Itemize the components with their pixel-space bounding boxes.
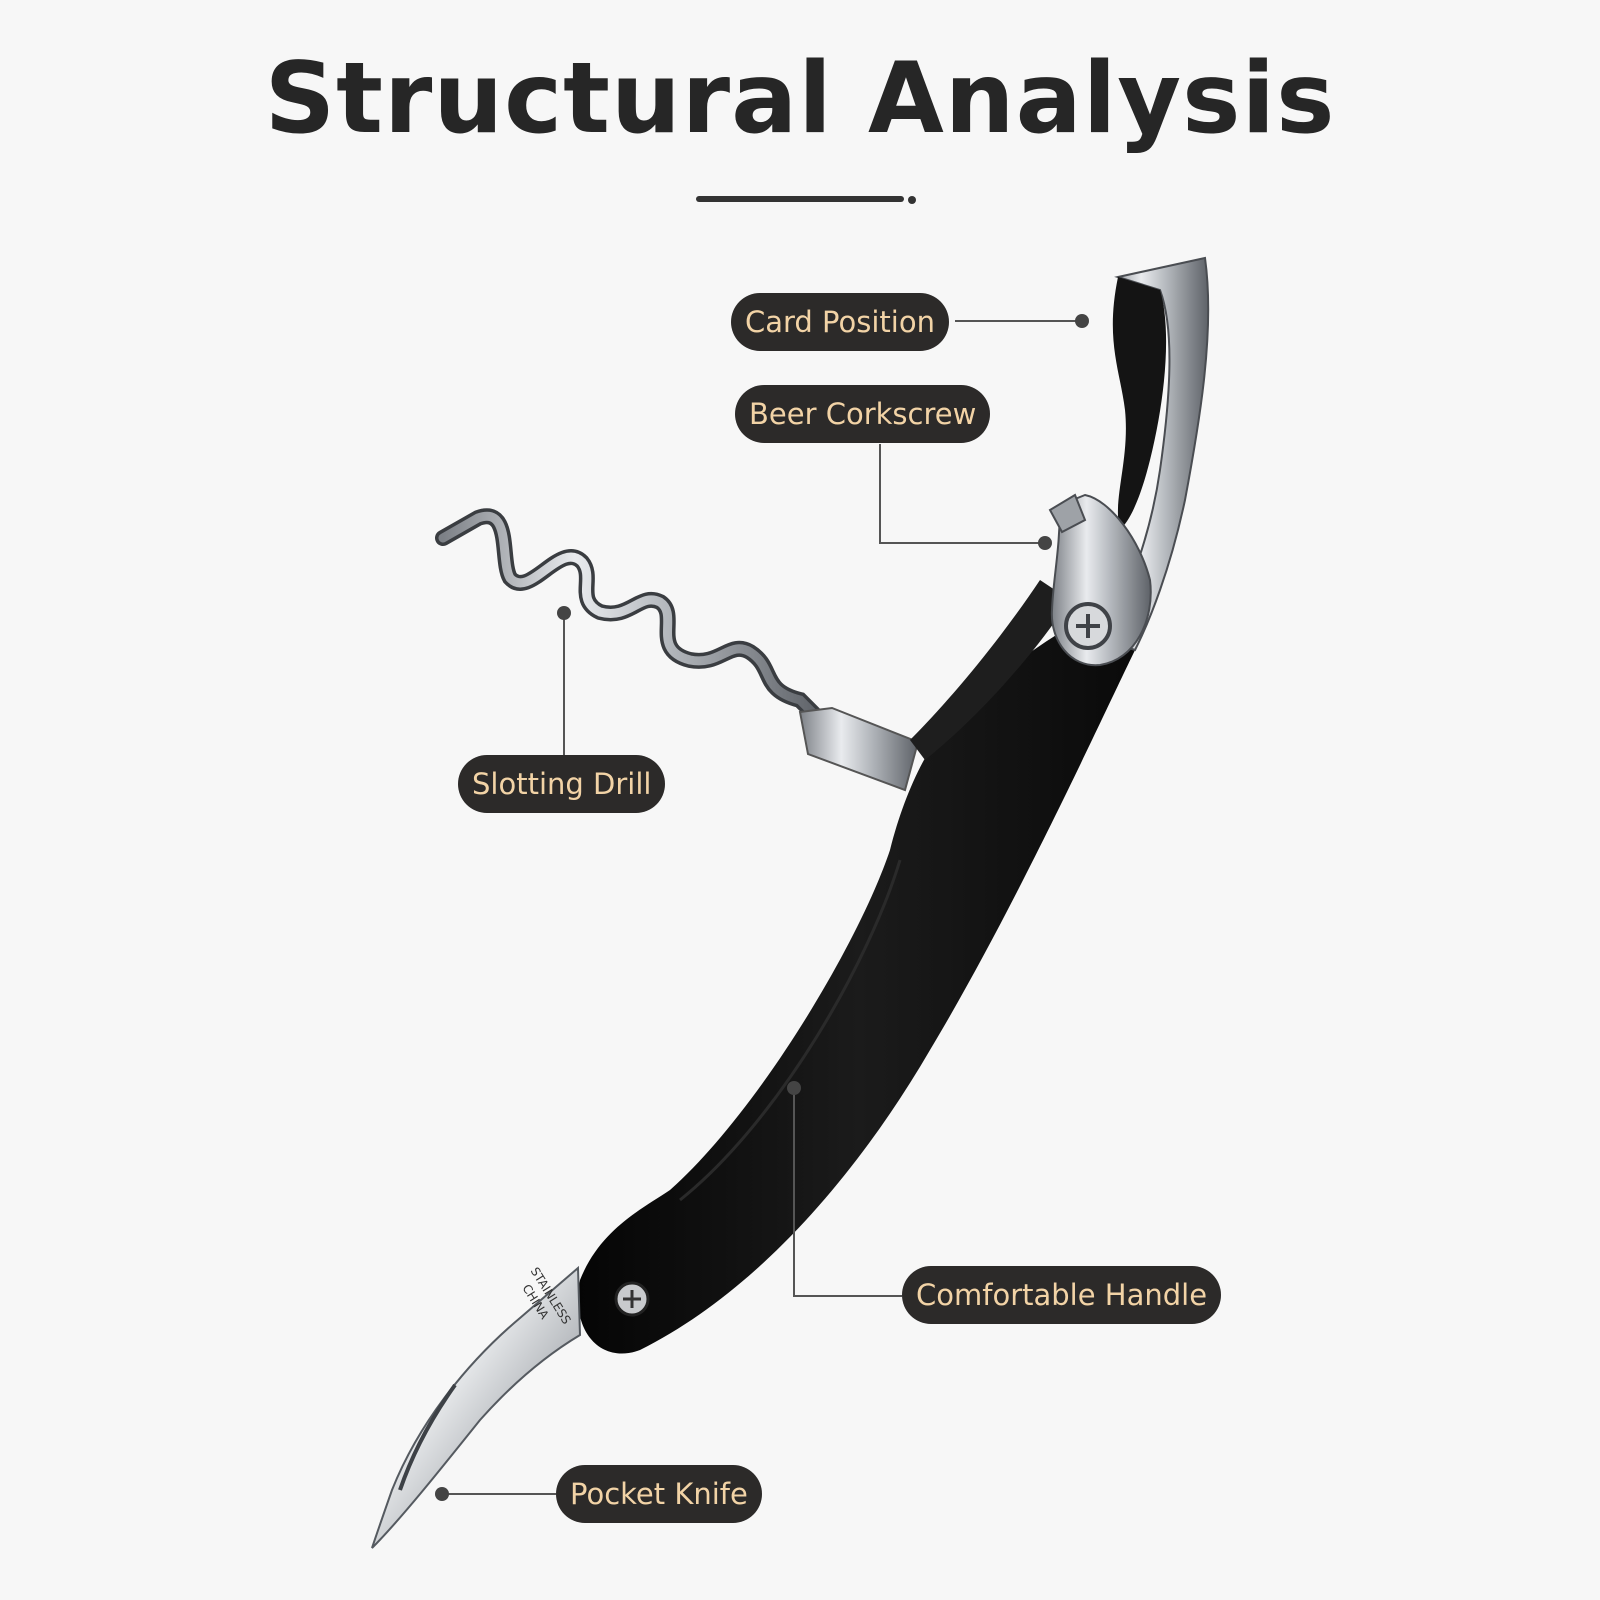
label-pocket-knife: Pocket Knife [556, 1465, 762, 1523]
label-card-position: Card Position [731, 293, 949, 351]
label-comfortable-handle: Comfortable Handle [902, 1266, 1222, 1324]
worm-spiral [435, 508, 828, 728]
label-beer-corkscrew: Beer Corkscrew [735, 385, 991, 443]
page-title: Structural Analysis [264, 42, 1336, 156]
leader-markers [435, 314, 1089, 1501]
label-slotting-drill: Slotting Drill [458, 755, 666, 813]
worm-shank [798, 706, 920, 792]
title-divider-dot [908, 196, 916, 204]
handle-body [578, 610, 1140, 1354]
leader-lines [442, 320, 1082, 1495]
title-divider [696, 196, 904, 202]
lever-arm [1103, 256, 1210, 652]
